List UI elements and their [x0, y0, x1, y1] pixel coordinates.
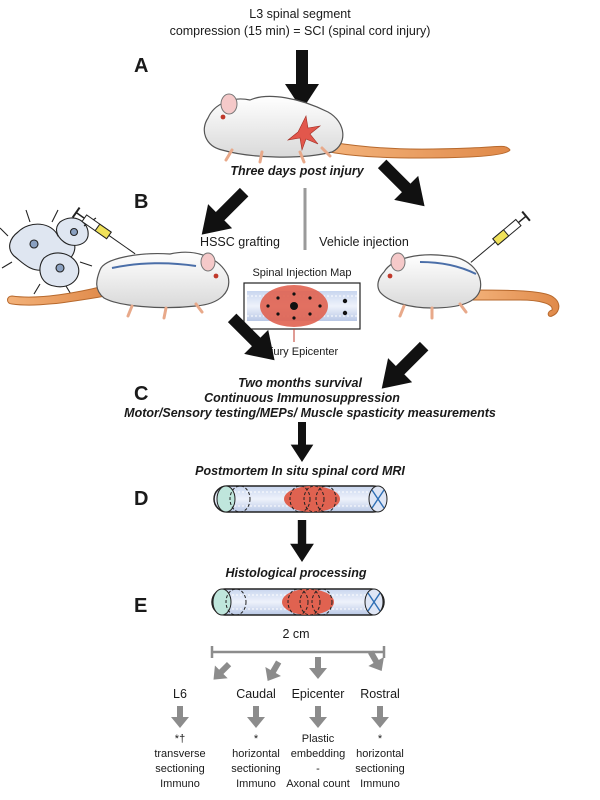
syringe-right-icon [470, 210, 531, 263]
segment-line-3: Immuno [236, 778, 276, 790]
caption-three-days: Three days post injury [230, 164, 364, 178]
gray-arrow-l6 [207, 657, 236, 686]
injection-map-title: Spinal Injection Map [252, 267, 351, 279]
caption-histology: Histological processing [225, 566, 366, 580]
gray-arrow-epicenter [309, 657, 327, 679]
scale-bar-label: 2 cm [282, 627, 309, 641]
segment-epicenter: Epicenter Plastic embedding - Axonal cou… [286, 687, 350, 790]
arrow-down-histology [290, 520, 314, 562]
segment-name: Rostral [360, 687, 400, 701]
segment-rostral: Rostral * horizontal sectioning Immuno [355, 687, 405, 790]
rat-injured-illustration [203, 93, 511, 164]
panel-label-d: D [134, 488, 148, 510]
segment-line-1: horizontal [356, 748, 404, 760]
injury-star-icon [286, 115, 322, 152]
segment-caudal: Caudal * horizontal sectioning Immuno [231, 687, 281, 790]
segment-line-1: transverse [154, 748, 205, 760]
segment-line-1: Plastic [302, 733, 335, 745]
segment-mark: * [254, 733, 259, 745]
syringe-left-icon [71, 207, 136, 255]
title-line-2: compression (15 min) = SCI (spinal cord … [170, 24, 431, 38]
segment-line-2: sectioning [155, 763, 205, 775]
segment-l6: L6 *† transverse sectioning Immuno [154, 687, 205, 790]
segment-mark: * [378, 733, 383, 745]
segment-line-3: - [316, 763, 320, 775]
panel-label-a: A [134, 55, 148, 77]
segment-line-3: Immuno [160, 778, 200, 790]
scale-bar [210, 646, 386, 658]
rat-vehicle-illustration [377, 252, 560, 320]
segment-line-3: Immuno [360, 778, 400, 790]
segment-line-2: embedding [291, 748, 345, 760]
arrow-diag-right [370, 151, 437, 219]
title-line-1: L3 spinal segment [249, 7, 351, 21]
caption-survival: Two months survival [238, 376, 362, 390]
arrow-down-mri [290, 422, 314, 462]
caption-testing: Motor/Sensory testing/MEPs/ Muscle spast… [124, 406, 496, 420]
panel-label-b: B [134, 191, 148, 213]
segment-name: Epicenter [292, 687, 345, 701]
segment-line-2: sectioning [231, 763, 281, 775]
segment-name: L6 [173, 687, 187, 701]
stem-cells-illustration [0, 209, 97, 297]
segment-line-4: Axonal count [286, 778, 350, 790]
caption-vehicle-injection: Vehicle injection [319, 235, 409, 249]
segment-name: Caudal [236, 687, 276, 701]
segment-mark: *† [175, 733, 185, 745]
spinal-cord-mri [213, 485, 388, 513]
segment-line-1: horizontal [232, 748, 280, 760]
panel-label-e: E [134, 595, 147, 617]
injection-map: Spinal Injection Map Injury Epicenter [243, 267, 361, 358]
segment-line-2: sectioning [355, 763, 405, 775]
caption-hssc-grafting: HSSC grafting [200, 235, 280, 249]
caption-mri: Postmortem In situ spinal cord MRI [195, 464, 405, 478]
gray-arrow-caudal [259, 657, 287, 686]
caption-immunosuppression: Continuous Immunosuppression [204, 391, 400, 405]
injury-epicenter-label: Injury Epicenter [262, 346, 339, 358]
rat-hssc-illustration [7, 251, 230, 320]
spinal-cord-histology [211, 588, 385, 616]
panel-label-c: C [134, 383, 148, 405]
